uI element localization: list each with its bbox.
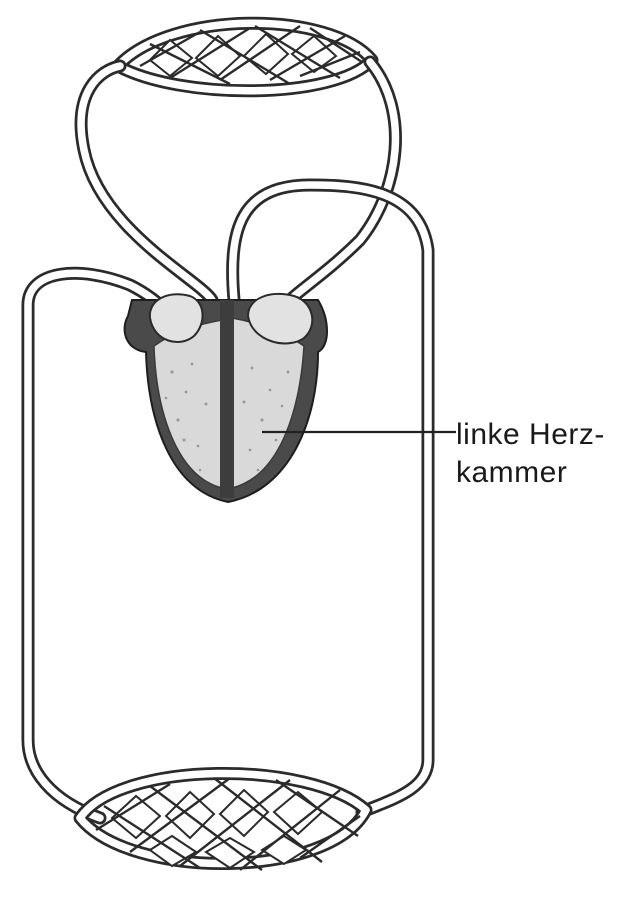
right-atrium [150, 294, 203, 342]
aorta [233, 185, 428, 812]
heart [125, 294, 327, 502]
pulmonary-artery [81, 66, 212, 300]
label-line-2: kammer [456, 454, 605, 492]
left-ventricle-label: linke Herz- kammer [456, 416, 605, 492]
septum [220, 300, 234, 498]
label-line-1: linke Herz- [456, 416, 605, 454]
lung-capillary-network [118, 23, 372, 91]
right-ventricle [154, 320, 222, 488]
body-capillary-network [80, 773, 366, 870]
